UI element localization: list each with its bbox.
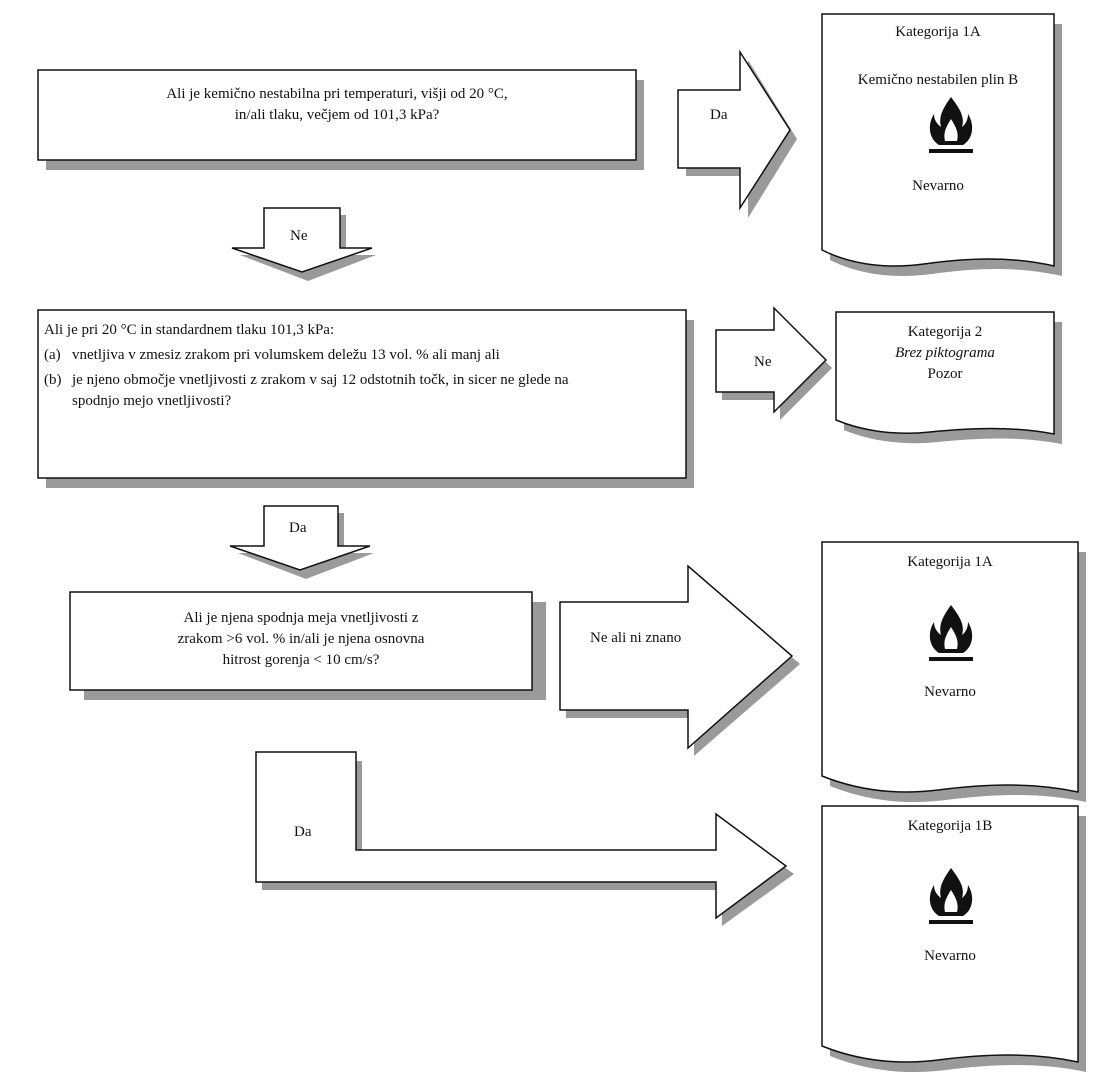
result-3-signal-word: Nevarno: [924, 684, 976, 700]
arrow-yes-2-label: Da: [289, 520, 307, 536]
arrow-no-2-label: Ne: [754, 354, 772, 370]
arrow-no-1: [231, 207, 376, 281]
item-marker-b: (b): [44, 372, 62, 388]
question-2-item-a: (a) vnetljiva v zmesiz zrakom pri volums…: [44, 345, 682, 366]
question-box-3: [69, 591, 546, 700]
item-text-b-line-2: spodnjo mejo vnetljivosti?: [72, 393, 232, 409]
arrow-no-or-unknown-label: Ne ali ni znano: [590, 630, 682, 646]
item-text-b: je njeno območje vnetljivosti z zrakom v…: [72, 370, 569, 412]
result-doc-1: [821, 13, 1062, 277]
question-1-text: Ali je kemično nestabilna pri temperatur…: [40, 84, 634, 126]
question-1-line-1: Ali je kemično nestabilna pri temperatur…: [166, 86, 508, 102]
question-3-text: Ali je njena spodnja meja vnetljivosti z…: [72, 608, 530, 671]
result-1-category: Kategorija 1A: [895, 24, 981, 40]
arrow-yes-3: [255, 751, 794, 926]
arrow-yes-3-label: Da: [294, 824, 312, 840]
item-text-b-line-1: je njeno območje vnetljivosti z zrakom v…: [72, 372, 569, 388]
arrow-no-or-unknown: [559, 564, 800, 756]
result-2-category: Kategorija 2: [907, 324, 983, 340]
question-2-text: Ali je pri 20 °C in standardnem tlaku 10…: [44, 320, 682, 412]
question-3-line-3: hitrost gorenja < 10 cm/s?: [222, 652, 380, 668]
result-4-signal-word: Nevarno: [924, 948, 976, 964]
question-1-line-2: in/ali tlaku, večjem od 101,3 kPa?: [234, 107, 440, 123]
result-2-subtitle: Brez piktograma: [895, 345, 995, 361]
question-box-2: [37, 309, 694, 488]
result-4-category: Kategorija 1B: [907, 818, 993, 834]
result-1-subtitle: Kemično nestabilen plin B: [857, 72, 1019, 88]
arrow-no-1-label: Ne: [290, 228, 308, 244]
item-text-a: vnetljiva v zmesiz zrakom pri volumskem …: [72, 347, 500, 363]
result-2-signal-word: Pozor: [927, 366, 963, 382]
result-doc-2: [835, 311, 1062, 444]
question-2-item-b: (b) je njeno območje vnetljivosti z zrak…: [44, 370, 682, 412]
question-2-intro: Ali je pri 20 °C in standardnem tlaku 10…: [44, 322, 335, 338]
arrow-no-2: [715, 306, 832, 420]
question-3-line-1: Ali je njena spodnja meja vnetljivosti z: [183, 610, 419, 626]
result-doc-4: [821, 805, 1086, 1073]
result-doc-3: [821, 541, 1086, 803]
item-marker-a: (a): [44, 347, 61, 363]
arrow-yes-1: [677, 49, 797, 218]
arrow-yes-1-label: Da: [710, 107, 728, 123]
question-box-1: [37, 69, 644, 170]
result-3-category: Kategorija 1A: [907, 554, 993, 570]
arrow-yes-2: [229, 505, 374, 579]
question-3-line-2: zrakom >6 vol. % in/ali je njena osnovna: [177, 631, 425, 647]
result-1-signal-word: Nevarno: [912, 178, 964, 194]
